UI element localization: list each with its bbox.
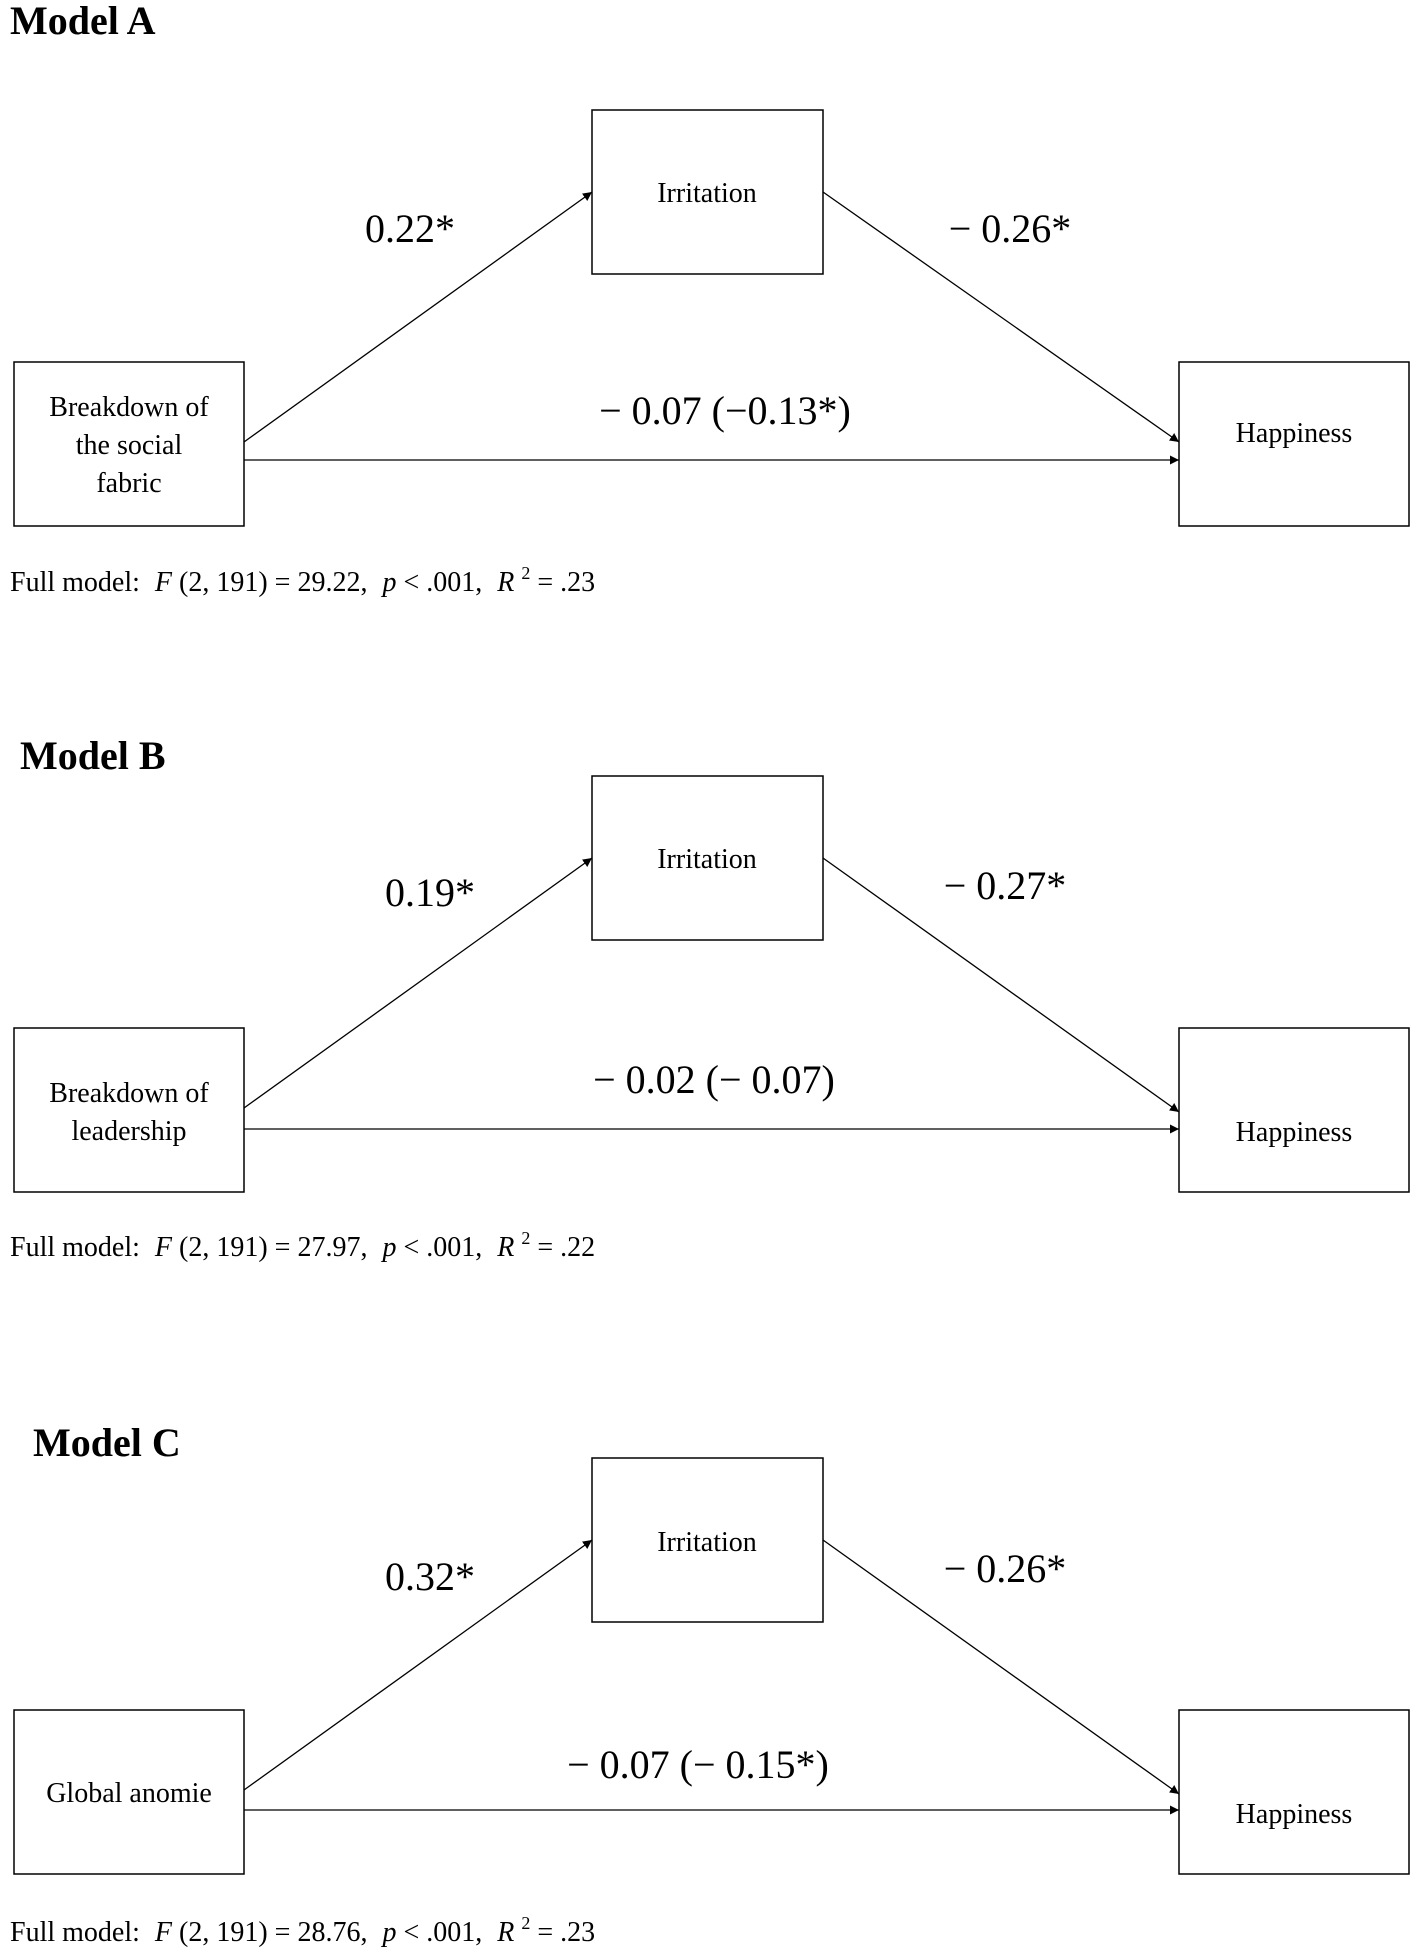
model-fit-statistics: Full model: F (2, 191) = 27.97, p < .001… — [10, 1220, 595, 1263]
fit-p-value: < .001, — [403, 567, 482, 598]
predictor-box — [13, 1027, 245, 1193]
fit-f-symbol: F — [154, 1232, 173, 1263]
mediator-box — [591, 775, 824, 941]
predictor-label-line-3: fabric — [96, 468, 161, 499]
path-b-coefficient: − 0.27* — [944, 863, 1067, 908]
fit-f-symbol: F — [154, 1917, 173, 1948]
mediator-box — [591, 109, 824, 275]
fit-p-symbol: p — [380, 1232, 396, 1263]
fit-r-symbol: R — [496, 1232, 514, 1263]
path-a-coefficient: 0.32* — [385, 1554, 475, 1599]
fit-label: Full model: — [10, 1232, 140, 1263]
path-a-arrow — [243, 857, 593, 1109]
fit-r-superscript: 2 — [521, 1228, 530, 1248]
path-a-arrow — [243, 1539, 593, 1791]
mediator-label: Irritation — [657, 844, 757, 875]
fit-p-value: < .001, — [403, 1232, 482, 1263]
fit-f-args: (2, 191) = 28.76, — [179, 1917, 367, 1948]
path-c-coefficient: − 0.02 (− 0.07) — [593, 1057, 835, 1102]
fit-f-args: (2, 191) = 27.97, — [179, 1232, 367, 1263]
fit-label: Full model: — [10, 567, 140, 598]
predictor-box — [13, 1709, 245, 1875]
model-title: Model B — [20, 733, 166, 778]
path-a-arrow — [243, 191, 593, 443]
model-a: Model A Irritation Breakdown of the soci… — [10, 0, 1410, 598]
mediator-label: Irritation — [657, 1527, 757, 1558]
fit-r-superscript: 2 — [521, 1913, 530, 1933]
predictor-label-line-1: Global anomie — [46, 1778, 212, 1809]
outcome-box — [1178, 361, 1410, 527]
predictor-box — [13, 361, 245, 527]
predictor-label-line-1: Breakdown of — [49, 392, 209, 423]
path-c-coefficient: − 0.07 (− 0.15*) — [567, 1742, 829, 1787]
path-a-coefficient: 0.19* — [385, 870, 475, 915]
path-b-arrow — [822, 1539, 1180, 1795]
outcome-label: Happiness — [1236, 1799, 1353, 1830]
predictor-label-line-2: the social — [76, 430, 183, 461]
fit-r-value: = .23 — [537, 567, 595, 598]
fit-r-symbol: R — [496, 567, 514, 598]
mediator-label: Irritation — [657, 178, 757, 209]
model-title: Model A — [10, 0, 156, 43]
fit-r-symbol: R — [496, 1917, 514, 1948]
fit-f-symbol: F — [154, 567, 173, 598]
model-c: Model C Irritation Global anomie Happine… — [10, 1420, 1410, 1948]
fit-f-args: (2, 191) = 29.22, — [179, 567, 367, 598]
fit-r-value: = .23 — [537, 1917, 595, 1948]
fit-label: Full model: — [10, 1917, 140, 1948]
fit-p-symbol: p — [380, 567, 396, 598]
outcome-box — [1178, 1709, 1410, 1875]
path-b-coefficient: − 0.26* — [944, 1546, 1067, 1591]
model-b: Model B Irritation Breakdown of leadersh… — [10, 733, 1410, 1263]
path-c-coefficient: − 0.07 (−0.13*) — [599, 388, 851, 433]
outcome-label: Happiness — [1236, 1117, 1353, 1148]
model-title: Model C — [33, 1420, 181, 1465]
path-b-arrow — [822, 191, 1180, 443]
fit-p-value: < .001, — [403, 1917, 482, 1948]
path-a-coefficient: 0.22* — [365, 206, 455, 251]
fit-r-value: = .22 — [537, 1232, 595, 1263]
path-b-coefficient: − 0.26* — [949, 206, 1072, 251]
fit-r-superscript: 2 — [521, 563, 530, 583]
mediator-box — [591, 1457, 824, 1623]
model-fit-statistics: Full model: F (2, 191) = 29.22, p < .001… — [10, 555, 595, 598]
path-b-arrow — [822, 857, 1180, 1113]
outcome-label: Happiness — [1236, 418, 1353, 449]
fit-p-symbol: p — [380, 1917, 396, 1948]
predictor-label-line-1: Breakdown of — [49, 1078, 209, 1109]
model-fit-statistics: Full model: F (2, 191) = 28.76, p < .001… — [10, 1905, 595, 1948]
outcome-box — [1178, 1027, 1410, 1193]
predictor-label-line-2: leadership — [71, 1116, 186, 1147]
